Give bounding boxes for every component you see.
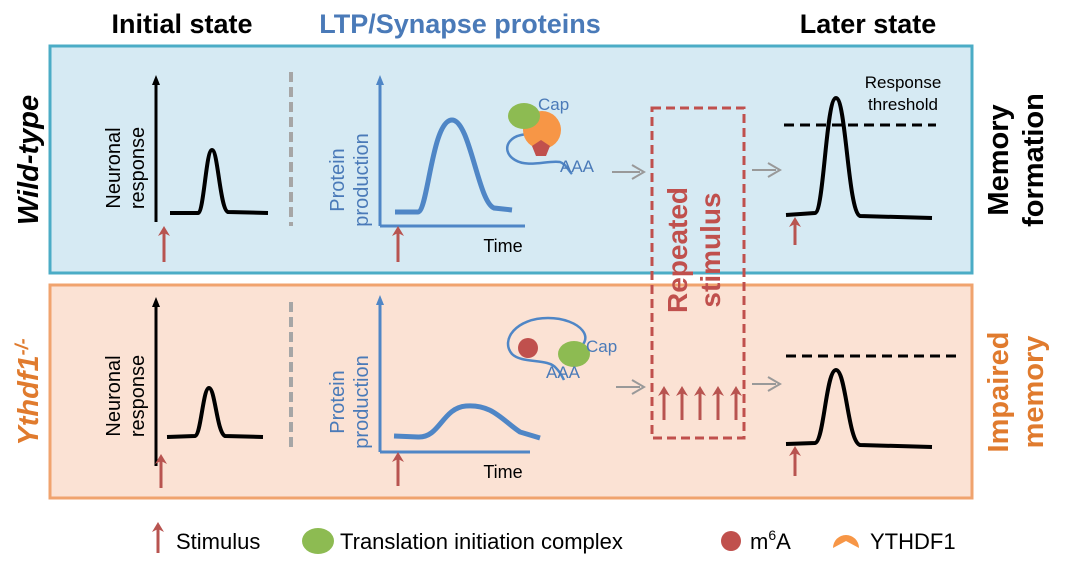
- wt-time-label: Time: [483, 236, 522, 256]
- ko-protein-curve: [393, 403, 541, 441]
- legend-complex-label: Translation initiation complex: [340, 529, 623, 554]
- wt-arrow-to-repeated: [612, 164, 646, 180]
- wt-mrna-strand: [506, 133, 573, 175]
- ko-arrow-to-later: [752, 376, 782, 392]
- ko-cap-label: Cap: [586, 337, 617, 356]
- threshold-label: Response: [865, 73, 942, 92]
- legend-stimulus-label: Stimulus: [176, 529, 260, 554]
- legend-m6a-icon: [721, 531, 741, 551]
- wt-protein-axis-label-2: production: [351, 133, 373, 226]
- wt-initial-response-curve: [170, 147, 269, 215]
- memory-formation-label-2: formation: [1018, 93, 1050, 227]
- ko-initiation-complex-icon: [558, 341, 590, 367]
- ythdf1-panel: [48, 283, 974, 500]
- wt-m6a-icon: [532, 140, 550, 156]
- ko-mrna-strand: [506, 316, 587, 381]
- wt-neuronal-axis-label: Neuronal: [103, 127, 125, 208]
- wt-protein-curve: [395, 117, 513, 215]
- ko-protein-axis-label: Protein: [327, 370, 349, 433]
- ko-m6a-icon: [518, 338, 538, 358]
- repeated-stimulus-label: Repeated: [662, 187, 693, 313]
- repeated-stimulus-arrows: [658, 386, 742, 420]
- wt-arrow-to-later: [752, 162, 782, 178]
- ko-later-response-curve: [785, 367, 933, 449]
- wt-polya-label: AAA: [560, 157, 595, 176]
- impaired-memory-label-2: memory: [1018, 336, 1050, 449]
- legend-m6a-label: m6A: [750, 527, 791, 554]
- wt-protein-axis-label: Protein: [327, 148, 349, 211]
- memory-formation-label: Memory: [983, 104, 1015, 215]
- wt-cap-label: Cap: [538, 95, 569, 114]
- wild-type-panel: [48, 44, 974, 275]
- threshold-label-2: threshold: [868, 95, 938, 114]
- ko-neuronal-axis-label-2: response: [127, 355, 149, 437]
- ko-protein-axis-label-2: production: [351, 355, 373, 448]
- wild-type-label: Wild-type: [13, 95, 45, 225]
- repeated-stimulus-label-2: stimulus: [695, 192, 726, 307]
- ko-initial-response-curve: [166, 385, 264, 439]
- legend-ythdf1-label: YTHDF1: [870, 529, 956, 554]
- ko-polya-label: AAA: [546, 363, 581, 382]
- legend-complex-icon: [302, 528, 334, 554]
- wt-initiation-complex-icon: [508, 103, 540, 129]
- header-ltp-synapse-proteins: LTP/Synapse proteins: [319, 9, 601, 39]
- repeated-stimulus-box: [650, 106, 746, 440]
- header-later-state: Later state: [800, 9, 937, 39]
- legend-ythdf1-icon: [833, 535, 859, 548]
- header-initial-state: Initial state: [111, 9, 252, 39]
- impaired-memory-label: Impaired: [983, 332, 1015, 453]
- ythdf1-label: Ythdf1-/-: [12, 338, 45, 445]
- ko-time-label: Time: [483, 462, 522, 482]
- wt-neuronal-axis-label-2: response: [127, 127, 149, 209]
- ko-neuronal-axis-label: Neuronal: [103, 355, 125, 436]
- ko-arrow-to-repeated: [616, 379, 646, 395]
- wt-later-response-curve: [785, 95, 933, 220]
